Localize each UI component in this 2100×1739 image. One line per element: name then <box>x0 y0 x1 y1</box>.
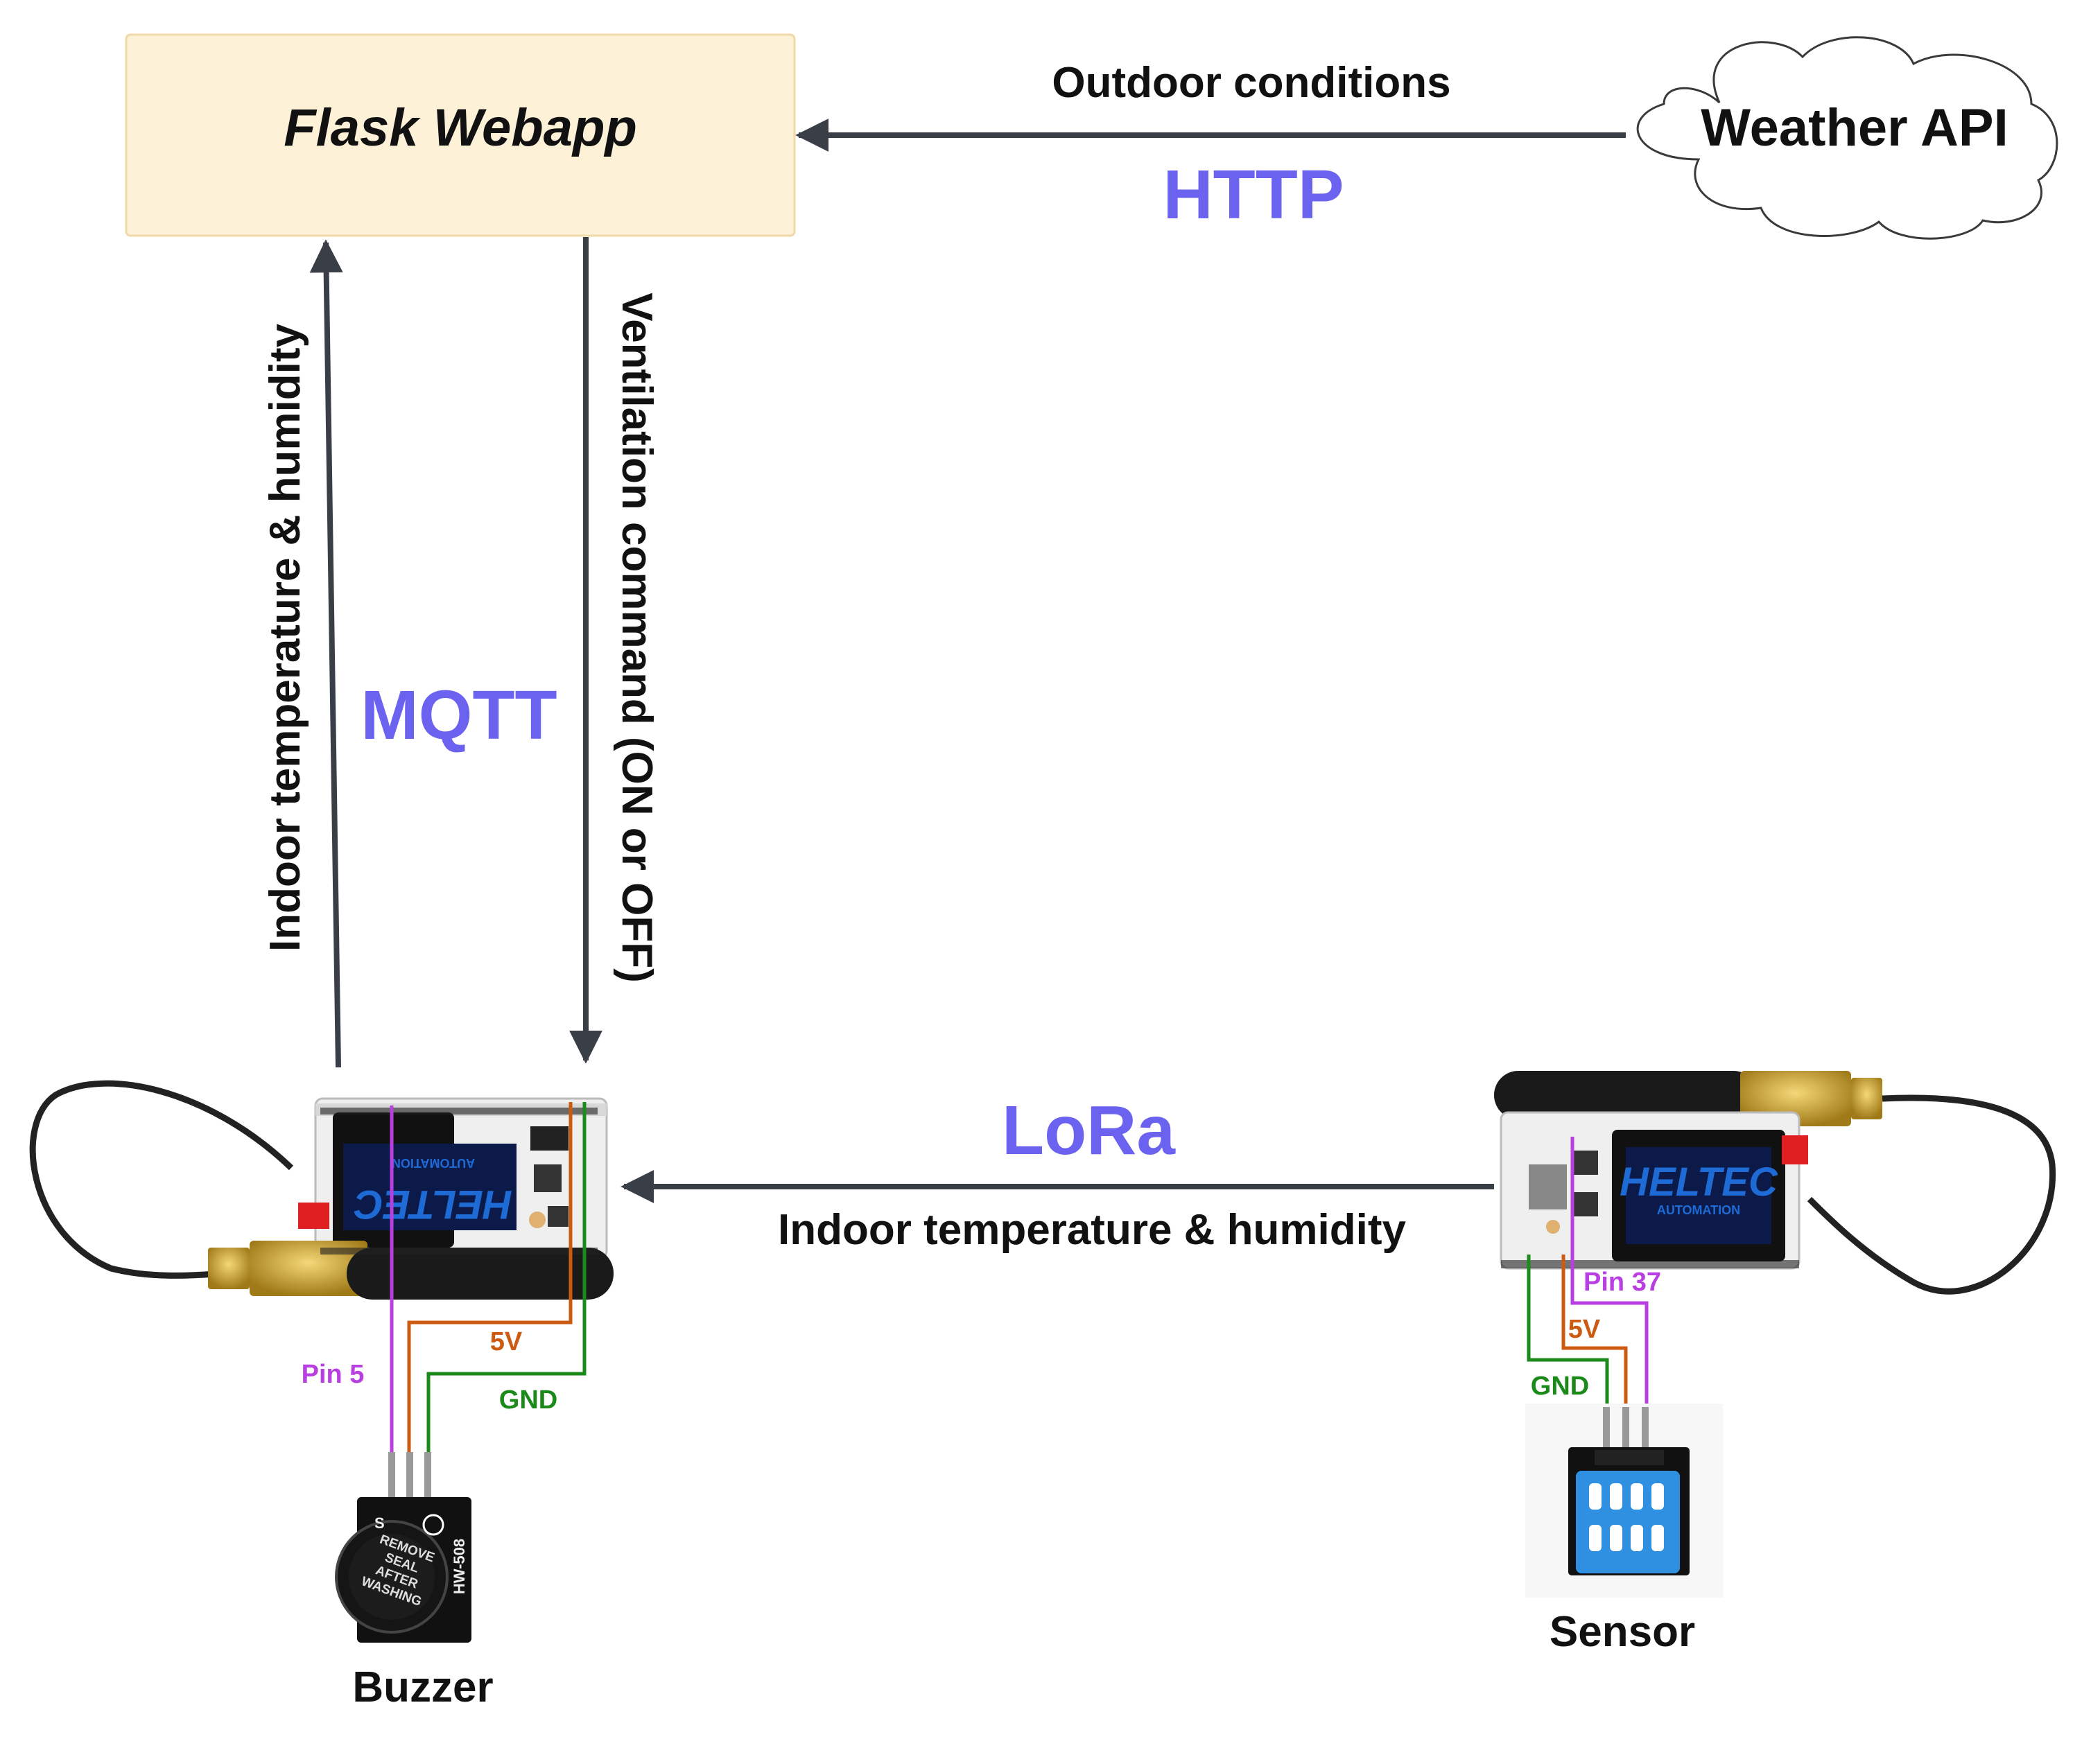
right-board-sub: AUTOMATION <box>1657 1203 1740 1217</box>
webapp-box <box>125 33 796 237</box>
sensor-module <box>1525 1404 1723 1598</box>
left-board-brand: HELTEC <box>354 1182 512 1227</box>
left-power-label: 5V <box>490 1327 523 1356</box>
right-ground-label: GND <box>1531 1372 1589 1401</box>
buzzer-label: Buzzer <box>352 1663 493 1711</box>
svg-text:HW-508: HW-508 <box>451 1539 468 1594</box>
lora-edge-label: Indoor temperature & humidity <box>778 1206 1406 1254</box>
sensor-label: Sensor <box>1550 1608 1695 1656</box>
left-ground-label: GND <box>499 1386 557 1415</box>
lora-protocol-label: LoRa <box>1002 1092 1176 1169</box>
mqtt-up-arrow <box>309 239 343 1068</box>
buzzer-module: S REMOVE SEAL AFTER WASHING HW-508 <box>335 1452 471 1643</box>
weather-cloud <box>1636 36 2058 240</box>
left-board-sub: AUTOMATION <box>392 1156 475 1170</box>
http-protocol-label: HTTP <box>1163 156 1344 234</box>
mqtt-protocol-label: MQTT <box>361 676 557 754</box>
right-signal-pin-label: Pin 37 <box>1583 1268 1661 1297</box>
right-power-label: 5V <box>1568 1315 1601 1344</box>
left-heltec-board: HELTEC AUTOMATION <box>29 1080 614 1300</box>
left-signal-pin-label: Pin 5 <box>302 1360 365 1389</box>
weather-api-label: Weather API <box>1701 98 2008 157</box>
mqtt-down-label: Ventilation command (ON or OFF) <box>613 292 661 982</box>
mqtt-up-label: Indoor temperature & humidity <box>261 324 309 952</box>
right-wiring <box>1527 1137 1649 1410</box>
left-wiring <box>390 1102 587 1452</box>
svg-text:S: S <box>374 1514 385 1532</box>
right-heltec-board: HELTEC AUTOMATION <box>1494 1071 2056 1295</box>
right-board-brand: HELTEC <box>1620 1160 1778 1205</box>
http-edge-label: Outdoor conditions <box>1052 59 1450 107</box>
webapp-label: Flask Webapp <box>284 98 637 157</box>
